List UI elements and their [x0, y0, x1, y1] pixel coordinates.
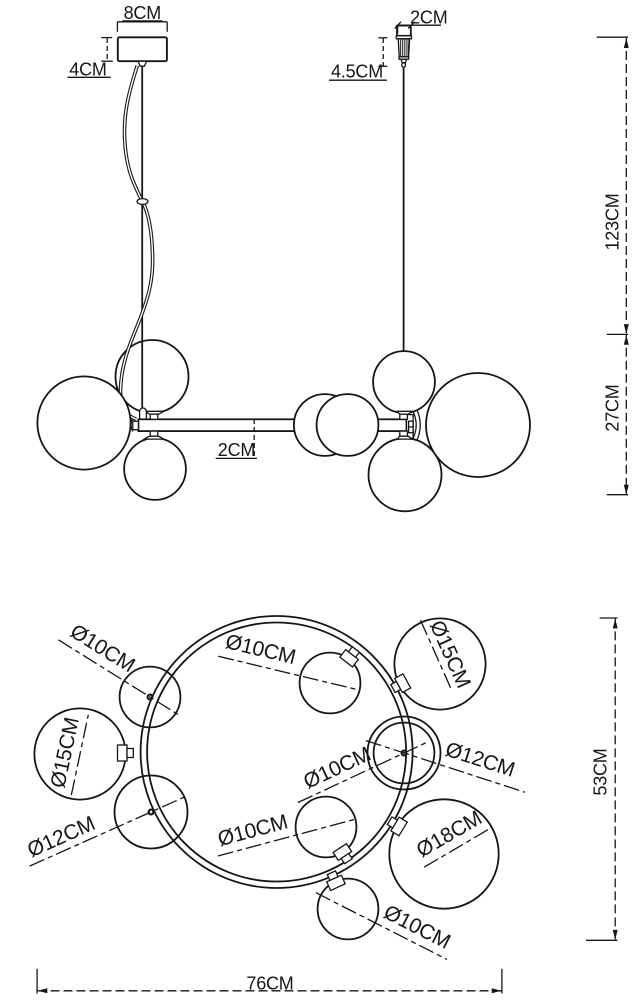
- globe-neck-right-inner: [412, 411, 417, 439]
- label-globe-top-middle: Ø10CM: [223, 630, 298, 669]
- overall-depth-text: 53CM: [591, 748, 611, 795]
- globe-side-bottom-right: [367, 437, 443, 513]
- leader-bottom-globe: [315, 892, 448, 960]
- globe-plan-bottom-right-large: [388, 798, 500, 910]
- socket-right-top: [399, 413, 409, 420]
- label-globe-right-inner: Ø10CM: [300, 743, 374, 794]
- label-globe-right-outer: Ø12CM: [443, 738, 518, 782]
- leader-upper-left-globe: [58, 639, 179, 716]
- socket-flare-left-bottom: [142, 435, 166, 440]
- globe-plan-lower-left: [113, 774, 189, 850]
- socket-left-bottom: [149, 430, 159, 437]
- canopy-cable-connector: [136, 60, 148, 67]
- mount-dot-lower-left: [147, 808, 155, 816]
- leader-top-right-globe: [419, 619, 453, 692]
- dimension-fixture-height: 27CM: [603, 333, 629, 496]
- plan-top-view: Ø10CM Ø10CM Ø15CM Ø15CM Ø12CM Ø12CM Ø10C…: [24, 615, 618, 994]
- globe-side-middle-front: [315, 393, 380, 457]
- leader-bottom-right-large-globe: [423, 827, 491, 868]
- ring-clip-bottom-middle-globe: [332, 842, 354, 865]
- dimension-cord-grip-height: 4.5CM: [329, 37, 388, 81]
- cord-grip-tip: [401, 62, 407, 68]
- dimension-overall-width: 76CM: [36, 968, 503, 994]
- depth-arrow-bottom: [612, 929, 618, 940]
- grip-width-slash-left: [394, 21, 402, 30]
- ceiling-canopy: [116, 36, 168, 63]
- globe-neck-right-outer: [416, 409, 421, 441]
- ring-clip-top-right-globe: [389, 673, 412, 694]
- globe-side-left-large: [36, 375, 132, 471]
- frame-bar-end-cap: [132, 420, 140, 431]
- globe-plan-bottom: [316, 877, 380, 941]
- globe-plan-top-middle: [298, 651, 362, 715]
- label-globe-bottom-middle: Ø10CM: [215, 810, 290, 851]
- socket-flare-right-bottom: [396, 435, 414, 440]
- leader-right-outer-globe: [365, 739, 526, 793]
- globe-plan-right-outer: [366, 715, 442, 791]
- side-elevation-view: 8CM 4CM 2CM 4.5CM: [36, 3, 629, 513]
- ring-clip-left-globe: [116, 744, 134, 762]
- fixture-height-arrow-top: [623, 335, 629, 345]
- suspension-drop-text: 123CM: [603, 193, 623, 250]
- bar-thickness-text: 2CM: [218, 440, 255, 460]
- globe-side-top-right: [372, 350, 436, 414]
- globe-neck-left: [130, 418, 134, 432]
- leader-top-middle-globe: [218, 655, 359, 691]
- width-arrow-right: [491, 988, 502, 994]
- dimension-suspension-drop: 123CM: [596, 36, 629, 334]
- globe-plan-right-inner: [372, 721, 436, 785]
- leader-bottom-middle-globe: [217, 817, 359, 857]
- width-arrow-left: [37, 988, 48, 994]
- fixture-height-arrow-bottom: [623, 484, 629, 495]
- canopy-height-text: 4CM: [69, 60, 106, 80]
- dimension-bar-thickness: 2CM: [215, 419, 257, 460]
- cord-grip: [395, 24, 413, 68]
- dimension-cord-grip-width: 2CM: [394, 8, 448, 34]
- drop-arrow-top: [623, 38, 629, 48]
- cable-grommet: [136, 197, 149, 206]
- globe-side-bottom-left: [123, 437, 187, 501]
- dimension-canopy-height: 4CM: [67, 36, 113, 80]
- grip-width-slash-right: [407, 21, 416, 30]
- ring-clip-top-middle-globe: [338, 645, 361, 668]
- ring-clip-bottom-globe: [325, 870, 347, 892]
- label-globe-bottom-right-large: Ø18CM: [413, 807, 486, 863]
- globe-plan-upper-left: [118, 665, 182, 729]
- label-globe-upper-left: Ø10CM: [66, 620, 139, 677]
- fixture-height-text: 27CM: [603, 384, 623, 431]
- overall-width-text: 76CM: [246, 974, 293, 994]
- globe-plan-top-right: [393, 617, 487, 711]
- dimension-canopy-width: 8CM: [116, 3, 168, 32]
- globe-plan-bottom-middle: [294, 795, 358, 859]
- label-globe-lower-left: Ø12CM: [24, 812, 99, 862]
- leader-left-globe: [70, 714, 89, 796]
- grip-height-text: 4.5CM: [331, 61, 383, 81]
- label-globe-left: Ø15CM: [46, 715, 83, 790]
- globe-side-right-large: [425, 372, 531, 478]
- leader-right-inner-globe: [297, 742, 426, 804]
- socket-right-bottom: [399, 430, 409, 437]
- dimension-overall-depth: 53CM: [586, 617, 618, 941]
- socket-left-top: [149, 413, 159, 420]
- grip-width-text: 2CM: [410, 8, 447, 28]
- drop-arrow-bottom: [623, 324, 629, 334]
- ring-frame-outer: [139, 615, 414, 889]
- ring-clip-large-globe: [386, 815, 409, 837]
- rod-pin: [138, 407, 148, 420]
- canopy-width-text: 8CM: [124, 3, 161, 23]
- depth-arrow-top: [612, 618, 618, 629]
